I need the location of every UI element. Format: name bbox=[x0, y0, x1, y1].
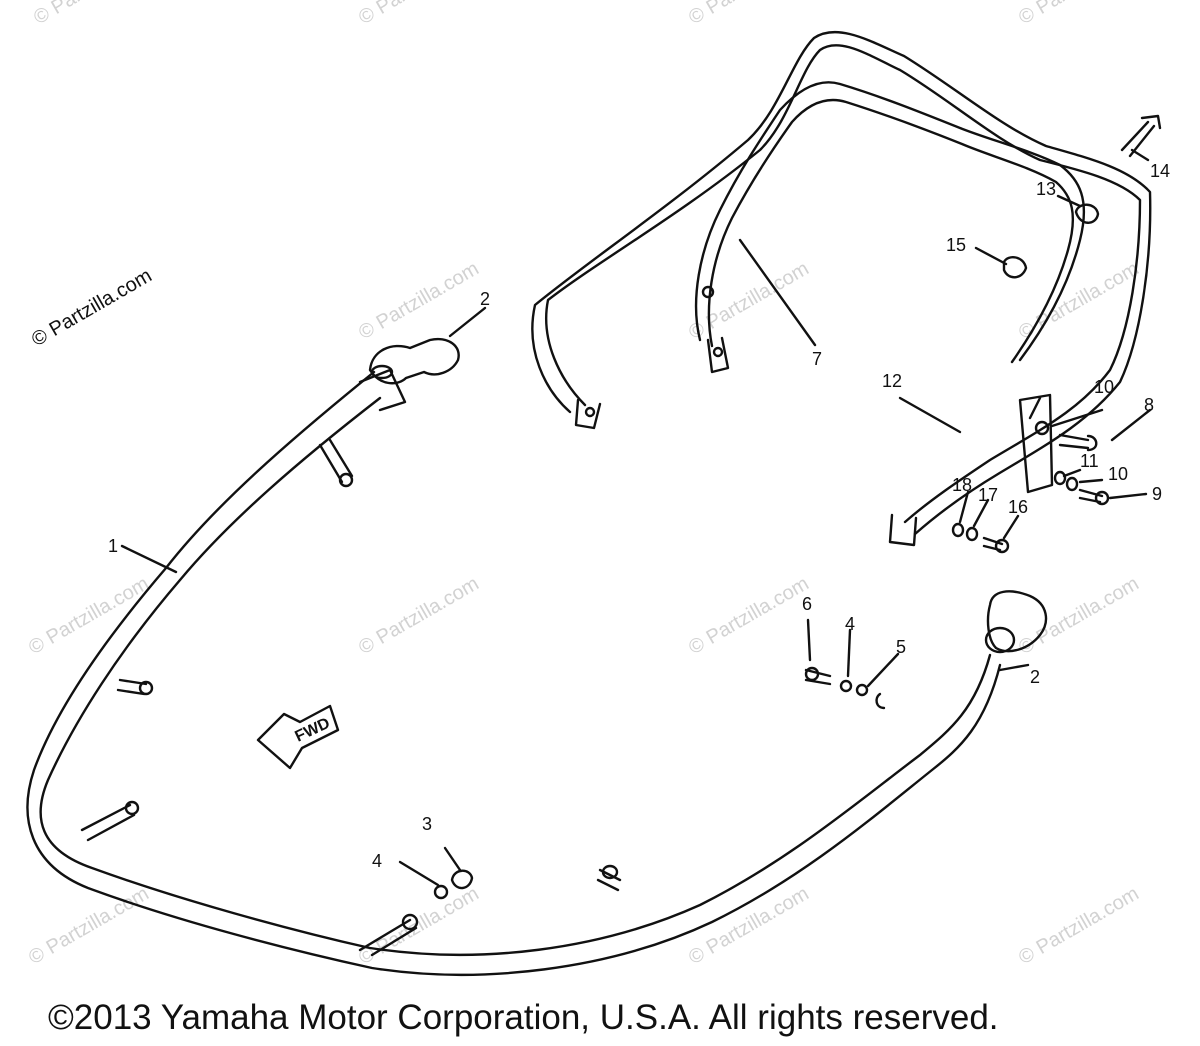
bumper-tube bbox=[39, 396, 992, 957]
leader bbox=[1056, 194, 1082, 208]
leader bbox=[958, 490, 970, 524]
callout-9: 9 bbox=[1152, 484, 1163, 504]
stub-post bbox=[358, 918, 418, 957]
leader bbox=[398, 860, 440, 887]
callout-11: 11 bbox=[1080, 451, 1099, 471]
leader bbox=[866, 652, 900, 688]
callout-17: 17 bbox=[978, 485, 999, 505]
leader bbox=[1078, 478, 1104, 484]
backrest-hoop-inner bbox=[531, 30, 1152, 536]
callout-6: 6 bbox=[802, 594, 813, 614]
bumper-tube-inner bbox=[26, 370, 1002, 976]
callout-2: 2 bbox=[480, 289, 491, 309]
mount-plate bbox=[1018, 393, 1054, 494]
fwd-label: FWD bbox=[293, 715, 333, 746]
bolt-14 bbox=[1120, 120, 1156, 158]
callout-15: 15 bbox=[946, 235, 967, 255]
leader bbox=[1108, 492, 1148, 500]
leader bbox=[1130, 148, 1150, 162]
bushing-13 bbox=[1074, 203, 1100, 224]
callout-2: 2 bbox=[1030, 667, 1041, 687]
callout-13: 13 bbox=[1036, 179, 1057, 199]
callout-1: 1 bbox=[108, 536, 119, 556]
backrest-hoop bbox=[545, 44, 1142, 524]
leader bbox=[846, 628, 852, 678]
leader bbox=[972, 498, 990, 528]
callout-8: 8 bbox=[1144, 395, 1155, 415]
leader bbox=[898, 396, 962, 434]
leader bbox=[1028, 396, 1042, 420]
callout-16: 16 bbox=[1008, 497, 1029, 517]
leader bbox=[1002, 514, 1020, 540]
leader bbox=[806, 618, 812, 662]
leader bbox=[974, 246, 1008, 266]
mount-tab bbox=[706, 336, 730, 374]
leader bbox=[998, 663, 1030, 672]
leader bbox=[1062, 468, 1082, 478]
bolt-8 bbox=[1058, 433, 1090, 450]
callout-10: 10 bbox=[1108, 464, 1129, 484]
callout-4: 4 bbox=[845, 614, 856, 634]
upper-elbow bbox=[368, 337, 460, 385]
cap-15 bbox=[1002, 256, 1028, 279]
backrest-inner-loop-b bbox=[707, 98, 1075, 364]
callout-18: 18 bbox=[952, 475, 973, 495]
callout-7: 7 bbox=[812, 349, 823, 369]
upper-stub-line bbox=[358, 368, 407, 412]
leader bbox=[738, 238, 817, 347]
mount-tab bbox=[574, 398, 602, 430]
leader bbox=[1110, 408, 1152, 442]
mount-tab bbox=[888, 513, 918, 547]
callout-4: 4 bbox=[372, 851, 383, 871]
leader bbox=[443, 846, 462, 872]
stub-post bbox=[318, 438, 354, 484]
leader bbox=[1050, 408, 1104, 428]
bolt-3 bbox=[450, 869, 474, 890]
fwd-arrow bbox=[256, 704, 340, 770]
leader bbox=[448, 306, 487, 338]
copyright-notice: ©2013 Yamaha Motor Corporation, U.S.A. A… bbox=[48, 998, 999, 1037]
callout-10: 10 bbox=[1094, 377, 1115, 397]
callout-5: 5 bbox=[896, 637, 907, 657]
lower-right-elbow bbox=[986, 590, 1048, 653]
callout-12: 12 bbox=[882, 371, 903, 391]
callout-14: 14 bbox=[1150, 161, 1171, 181]
callout-3: 3 bbox=[422, 814, 433, 834]
backrest-inner-loop bbox=[694, 81, 1086, 362]
stub-post bbox=[80, 803, 136, 842]
leader bbox=[120, 544, 178, 574]
